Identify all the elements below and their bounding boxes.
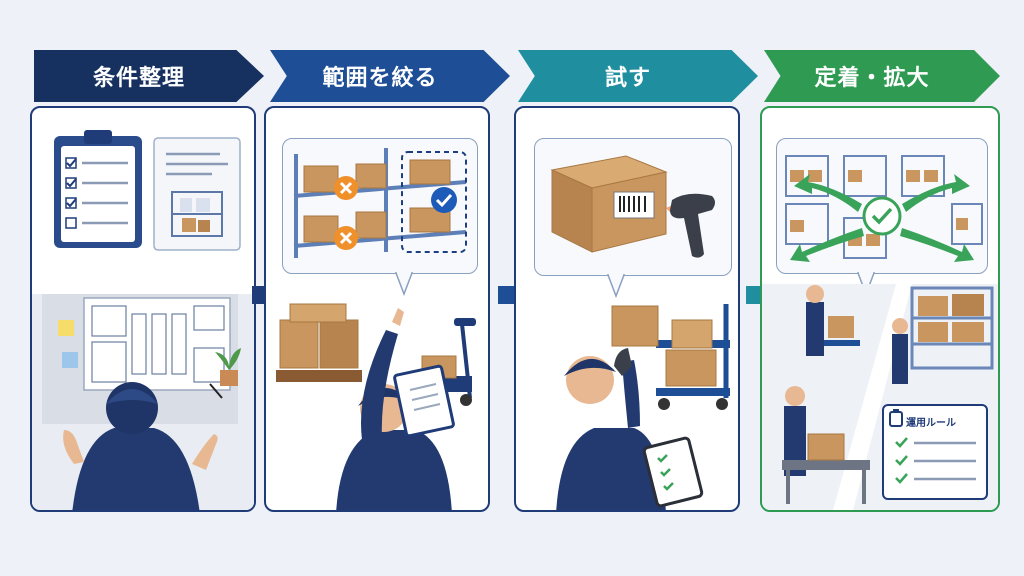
worker-figure-6 <box>782 386 870 504</box>
worker-figure-2 <box>336 308 455 510</box>
shelf-document-icon <box>153 137 241 251</box>
cart-boxes <box>611 304 730 410</box>
panel-1-illustration <box>32 130 254 510</box>
panel-try <box>514 106 740 512</box>
step-label-2: 範囲を絞る <box>322 66 438 91</box>
panel-organize-conditions <box>30 106 256 512</box>
clipboard-icon <box>889 409 903 427</box>
step-header-2: 範囲を絞る <box>270 50 510 102</box>
warehouse-shelves <box>910 286 994 370</box>
step-header-1: 条件整理 <box>34 50 264 102</box>
cross-icon <box>334 176 358 250</box>
rules-card-title: 運用ルール <box>906 418 956 429</box>
expand-arrows-icon <box>790 174 974 262</box>
pallet-boxes <box>276 303 362 382</box>
rules-card-graphic <box>889 409 976 484</box>
clipboard-icon <box>393 364 455 438</box>
check-icon <box>895 437 908 484</box>
check-icon <box>431 187 457 213</box>
step-label-1: 条件整理 <box>92 66 185 91</box>
barcode-box <box>550 155 668 253</box>
shelf-boxes <box>303 159 451 243</box>
barcode-scanner-icon <box>666 193 715 258</box>
step-header-3: 試す <box>518 50 758 102</box>
step-label-3: 試す <box>604 66 651 91</box>
check-icon <box>862 196 902 236</box>
panel-2-illustration <box>276 148 476 510</box>
step-header-4: 定着・拡大 <box>764 50 1000 102</box>
worker-figure-5 <box>892 318 908 384</box>
worker-figure-1 <box>63 382 223 510</box>
worker-figure-3 <box>556 348 666 510</box>
checklist-device <box>642 436 704 508</box>
clipboard-icon <box>54 130 142 248</box>
operation-rules-card: 運用ルール <box>882 404 988 500</box>
panel-narrow-scope <box>264 106 490 512</box>
worker-figure-4 <box>806 285 860 356</box>
panel-3-illustration <box>550 155 730 510</box>
step-label-4: 定着・拡大 <box>814 66 930 91</box>
